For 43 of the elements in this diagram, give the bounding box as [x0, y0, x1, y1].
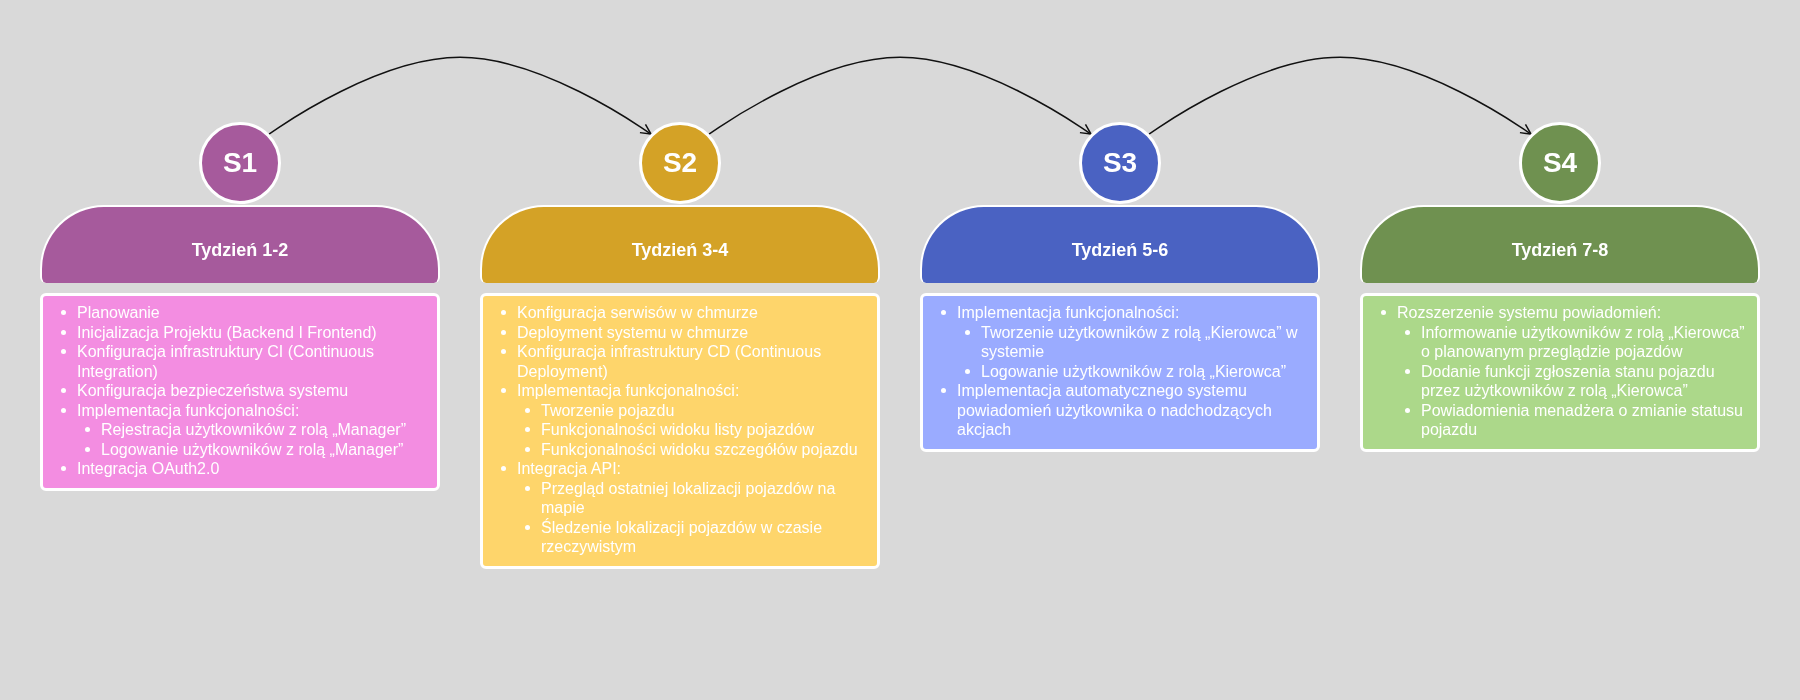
step-label: S3: [1102, 147, 1138, 179]
task-list-card: [920, 293, 1320, 452]
task-item: Informowanie użytkowników z rolą „Kierowca” o planowanym przeglądzie pojazdów: [1421, 323, 1745, 360]
task-item: Funkcjonalności widoku szczegółów pojazdu: [541, 440, 858, 458]
step-circle: [639, 122, 721, 204]
task-list-card: [1360, 293, 1760, 452]
task-item: Integracja OAuth2.0: [77, 460, 220, 477]
task-item: Rejestracja użytkowników z rolą „Manager”: [101, 421, 406, 438]
step-label: S2: [662, 147, 698, 179]
task-item: Tworzenie użytkowników z rolą „Kierowca” w systemie: [981, 323, 1298, 360]
curved-arrow: [708, 56, 1092, 135]
curved-arrow: [268, 56, 652, 135]
task-item: Logowanie użytkowników z rolą „Manager”: [101, 440, 404, 458]
task-item: Tworzenie pojazdu: [541, 401, 675, 419]
task-item: Powiadomienia menadżera o zmianie statusu pojazdu: [1421, 401, 1743, 438]
task-item: Deployment systemu w chmurze: [517, 323, 749, 341]
task-item: Inicjalizacja Projektu (Backend I Frontend): [77, 323, 377, 341]
task-item: Konfiguracja infrastruktury CD (Continuous Deployment): [517, 343, 822, 380]
task-item: Implementacja funkcjonalności:: [517, 382, 740, 399]
task-item: Śledzenie lokalizacji pojazdów w czasie rzeczywistym: [541, 518, 823, 555]
step-circle: [1079, 122, 1161, 204]
week-label: Tydzień 1-2: [191, 239, 289, 261]
week-label: Tydzień 5-6: [1071, 239, 1169, 261]
task-item: Implementacja automatycznego systemu powiadomień użytkownika o nadchodzących akcjach: [957, 382, 1272, 438]
task-item: Integracja API:: [517, 460, 622, 477]
task-item: Planowanie: [77, 304, 160, 321]
task-item: Konfiguracja infrastruktury CI (Continuous Integration): [77, 343, 375, 380]
task-item: Funkcjonalności widoku listy pojazdów: [541, 421, 815, 438]
task-item: Konfiguracja serwisów w chmurze: [517, 304, 758, 321]
task-item: Dodanie funkcji zgłoszenia stanu pojazdu przez użytkowników z rolą „Kierowca”: [1421, 362, 1715, 399]
task-item: Implementacja funkcjonalności:: [77, 401, 300, 419]
week-label: Tydzień 7-8: [1511, 239, 1609, 261]
task-item: Logowanie użytkowników z rolą „Kierowca”: [981, 362, 1287, 380]
task-item: Konfiguracja bezpieczeństwa systemu: [77, 382, 349, 399]
curved-arrow: [1148, 56, 1532, 135]
task-item: Implementacja funkcjonalności:: [957, 304, 1180, 321]
task-list-card: [480, 293, 880, 569]
step-label: S1: [222, 147, 258, 179]
task-item: Przegląd ostatniej lokalizacji pojazdów na mapie: [541, 479, 836, 516]
step-label: S4: [1542, 147, 1578, 179]
task-list-card: [40, 293, 440, 491]
task-item: Rozszerzenie systemu powiadomień:: [1397, 304, 1662, 321]
week-label: Tydzień 3-4: [631, 239, 729, 261]
